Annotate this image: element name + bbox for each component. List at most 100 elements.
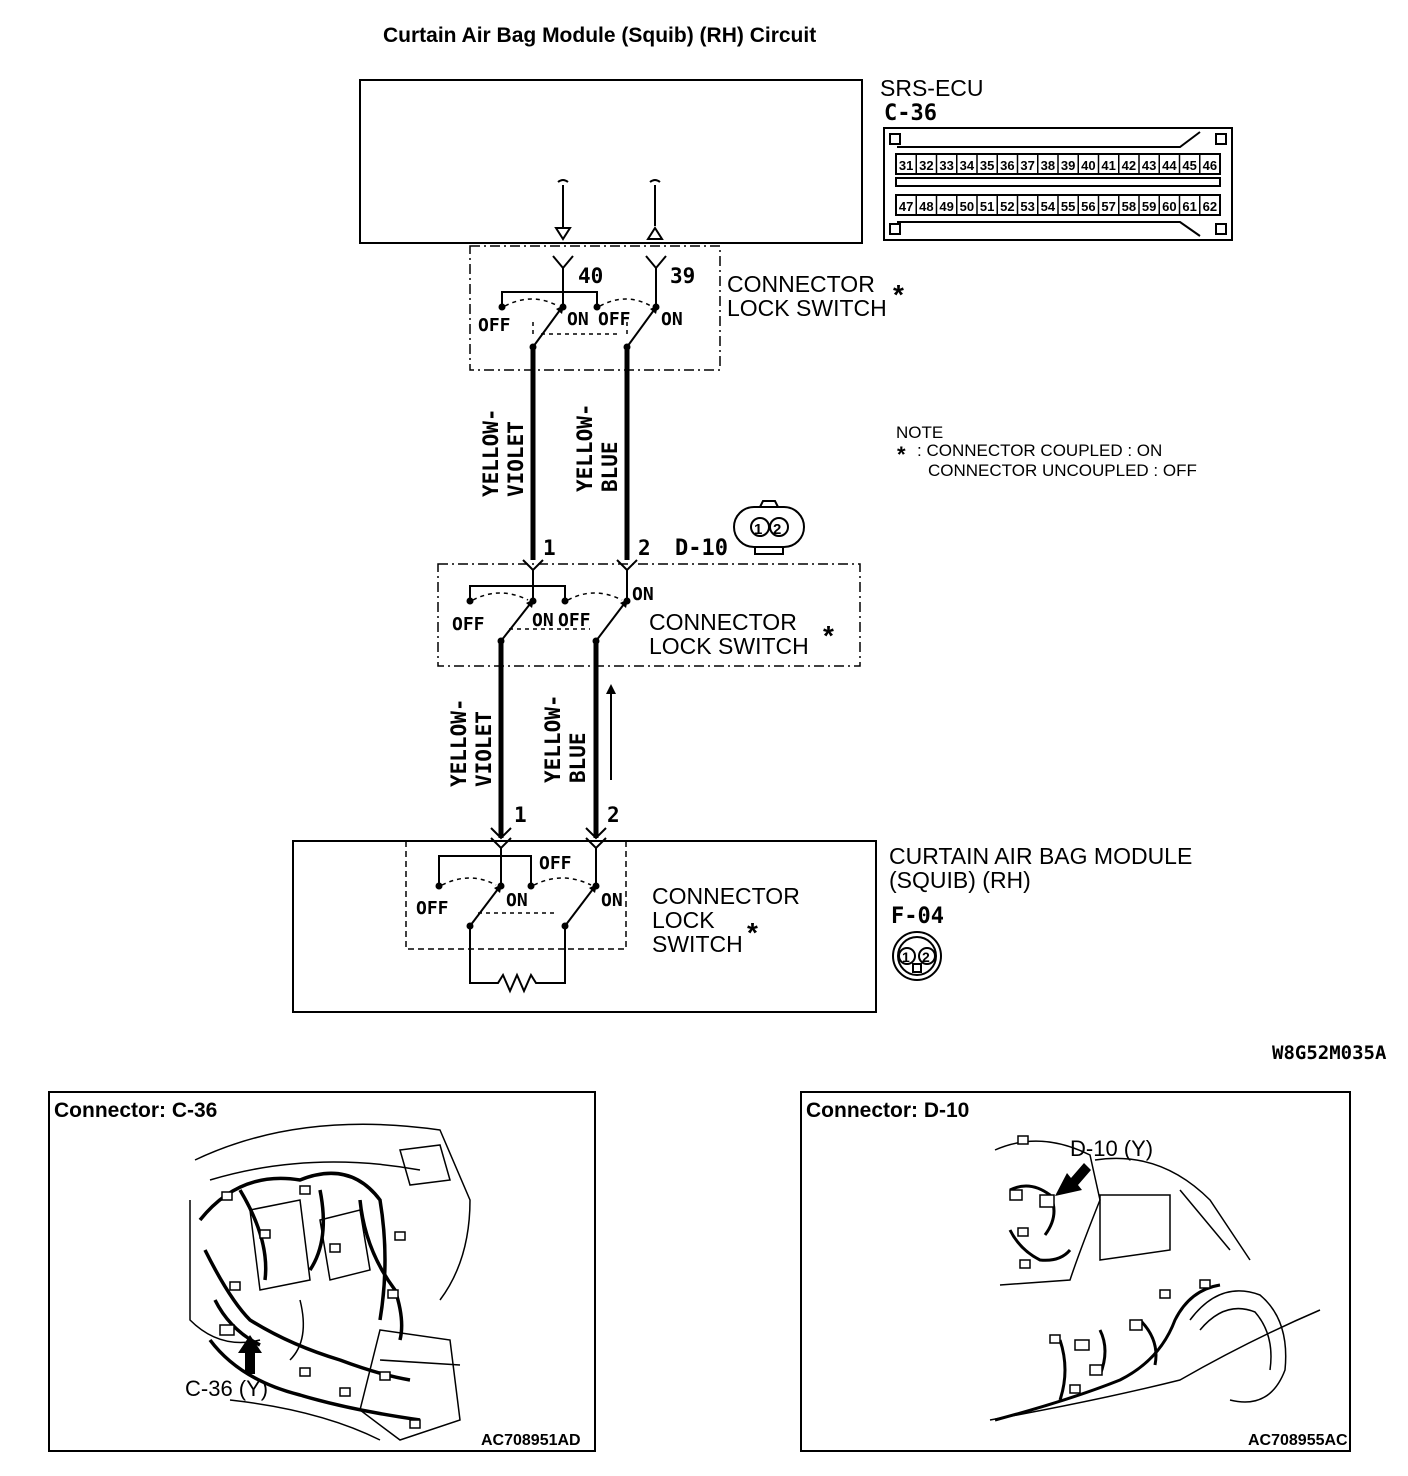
lock-switch-label: LOCK	[652, 907, 715, 933]
svg-text:: CONNECTOR COUPLED : ON: : CONNECTOR COUPLED : ON	[917, 441, 1162, 460]
svg-text:*: *	[897, 442, 906, 467]
asterisk-mark: *	[747, 917, 758, 948]
wire-label-yellow-blue: YELLOW-	[541, 694, 565, 783]
c36-label: C-36	[884, 101, 937, 126]
off-label: OFF	[416, 898, 449, 919]
pin-number: 55	[1061, 199, 1075, 214]
pin-number: 46	[1203, 158, 1217, 173]
wire-label-yellow-violet: YELLOW-	[479, 408, 503, 497]
pin-number: 60	[1162, 199, 1176, 214]
pin-number: 43	[1142, 158, 1156, 173]
figure-code: W8G52M035A	[1272, 1042, 1387, 1064]
module-name: (SQUIB) (RH)	[889, 867, 1031, 893]
locator-arrow	[1055, 1163, 1091, 1196]
pin-number: 34	[960, 158, 975, 173]
on-label: ON	[532, 610, 554, 631]
panel-d10: Connector: D-10	[800, 1091, 1351, 1452]
pin-number: 38	[1041, 158, 1055, 173]
pin-number: 53	[1020, 199, 1034, 214]
svg-text:1: 1	[754, 521, 762, 538]
wiring-harness	[198, 1171, 421, 1422]
pin-number: 40	[1081, 158, 1095, 173]
srs-ecu-box	[359, 79, 863, 244]
wire-label-yellow-blue: BLUE	[566, 732, 590, 783]
pin-number: 37	[1020, 158, 1034, 173]
asterisk-mark: *	[893, 279, 904, 310]
on-label: ON	[506, 890, 528, 911]
harness-connectors	[219, 1185, 421, 1429]
pin-number: 49	[939, 199, 953, 214]
pin-number: 56	[1081, 199, 1095, 214]
f04-label: F-04	[891, 904, 944, 929]
body-illustration	[989, 1140, 1321, 1421]
diagram-title: Curtain Air Bag Module (Squib) (RH) Circ…	[383, 24, 816, 47]
wire-label-yellow-violet: YELLOW-	[447, 698, 471, 787]
pin-number: 58	[1122, 199, 1136, 214]
pin-number: 47	[899, 199, 913, 214]
wire-label-yellow-blue: YELLOW-	[573, 403, 597, 492]
current-direction-arrow	[606, 684, 616, 780]
off-label: OFF	[478, 315, 511, 336]
asterisk-mark: *	[823, 620, 834, 651]
on-label: ON	[661, 309, 683, 330]
dashboard-illustration	[189, 1123, 471, 1441]
lock-switch-label: CONNECTOR	[727, 271, 875, 297]
module-terminal-2: 2	[607, 803, 620, 827]
off-label: OFF	[558, 610, 591, 631]
lock-switch-label: LOCK SWITCH	[649, 633, 809, 659]
ecu-terminal-39: 39	[645, 255, 695, 307]
svg-text:NOTE: NOTE	[896, 423, 943, 442]
d10-label: D-10	[675, 536, 728, 561]
svg-text:1: 1	[543, 536, 556, 560]
wire-label-yellow-violet: VIOLET	[504, 421, 528, 497]
illustration-code: AC708955AC	[1248, 1432, 1348, 1449]
off-label: OFF	[452, 614, 485, 635]
svg-text:39: 39	[670, 264, 695, 288]
wire-label-yellow-violet: VIOLET	[472, 711, 496, 787]
locator-arrow	[238, 1335, 262, 1374]
srs-ecu-label: SRS-ECU	[880, 75, 984, 101]
pin-number: 31	[899, 158, 913, 173]
pin-number: 36	[1000, 158, 1014, 173]
pin-number: 62	[1203, 199, 1217, 214]
pin-number: 51	[980, 199, 994, 214]
d10-lock-switch-box	[437, 563, 861, 667]
pin-number: 41	[1101, 158, 1115, 173]
note-block: NOTE * : CONNECTOR COUPLED : ON CONNECTO…	[896, 423, 1197, 480]
ecu-output-arrow	[554, 179, 572, 241]
wire-label-yellow-blue: BLUE	[598, 441, 622, 492]
svg-text:2: 2	[638, 536, 651, 560]
connector-callout: D-10 (Y)	[1070, 1136, 1153, 1161]
d10-connector-icon: 1 2	[733, 500, 805, 555]
pin-number: 42	[1122, 158, 1136, 173]
module-terminal-1: 1	[514, 803, 527, 827]
ecu-lock-switch-box	[469, 245, 721, 371]
lock-switch-label: CONNECTOR	[649, 609, 797, 635]
svg-text:1: 1	[902, 949, 910, 965]
module-lock-switch-box	[405, 840, 627, 950]
pin-number: 50	[960, 199, 974, 214]
squib-resistor	[469, 926, 566, 994]
f04-connector-icon: 1 2	[892, 931, 942, 981]
ecu-terminal-40: 40	[552, 255, 603, 307]
pin-number: 44	[1162, 158, 1177, 173]
pin-number: 54	[1041, 199, 1056, 214]
pin-number: 57	[1101, 199, 1115, 214]
harness-connectors	[1009, 1135, 1211, 1394]
ecu-input-arrow	[646, 179, 664, 240]
pin-number: 48	[919, 199, 933, 214]
pin-number: 39	[1061, 158, 1075, 173]
lock-switch-label: SWITCH	[652, 931, 743, 957]
wiring-harness	[994, 1184, 1221, 1422]
connector-callout: C-36 (Y)	[185, 1376, 268, 1401]
svg-text:40: 40	[578, 264, 603, 288]
svg-text:2: 2	[773, 521, 781, 538]
lock-switch-label: LOCK SWITCH	[727, 295, 887, 321]
svg-text:2: 2	[922, 949, 930, 965]
pin-number: 61	[1182, 199, 1196, 214]
pin-number: 59	[1142, 199, 1156, 214]
on-label: ON	[601, 890, 623, 911]
pin-number: 35	[980, 158, 994, 173]
